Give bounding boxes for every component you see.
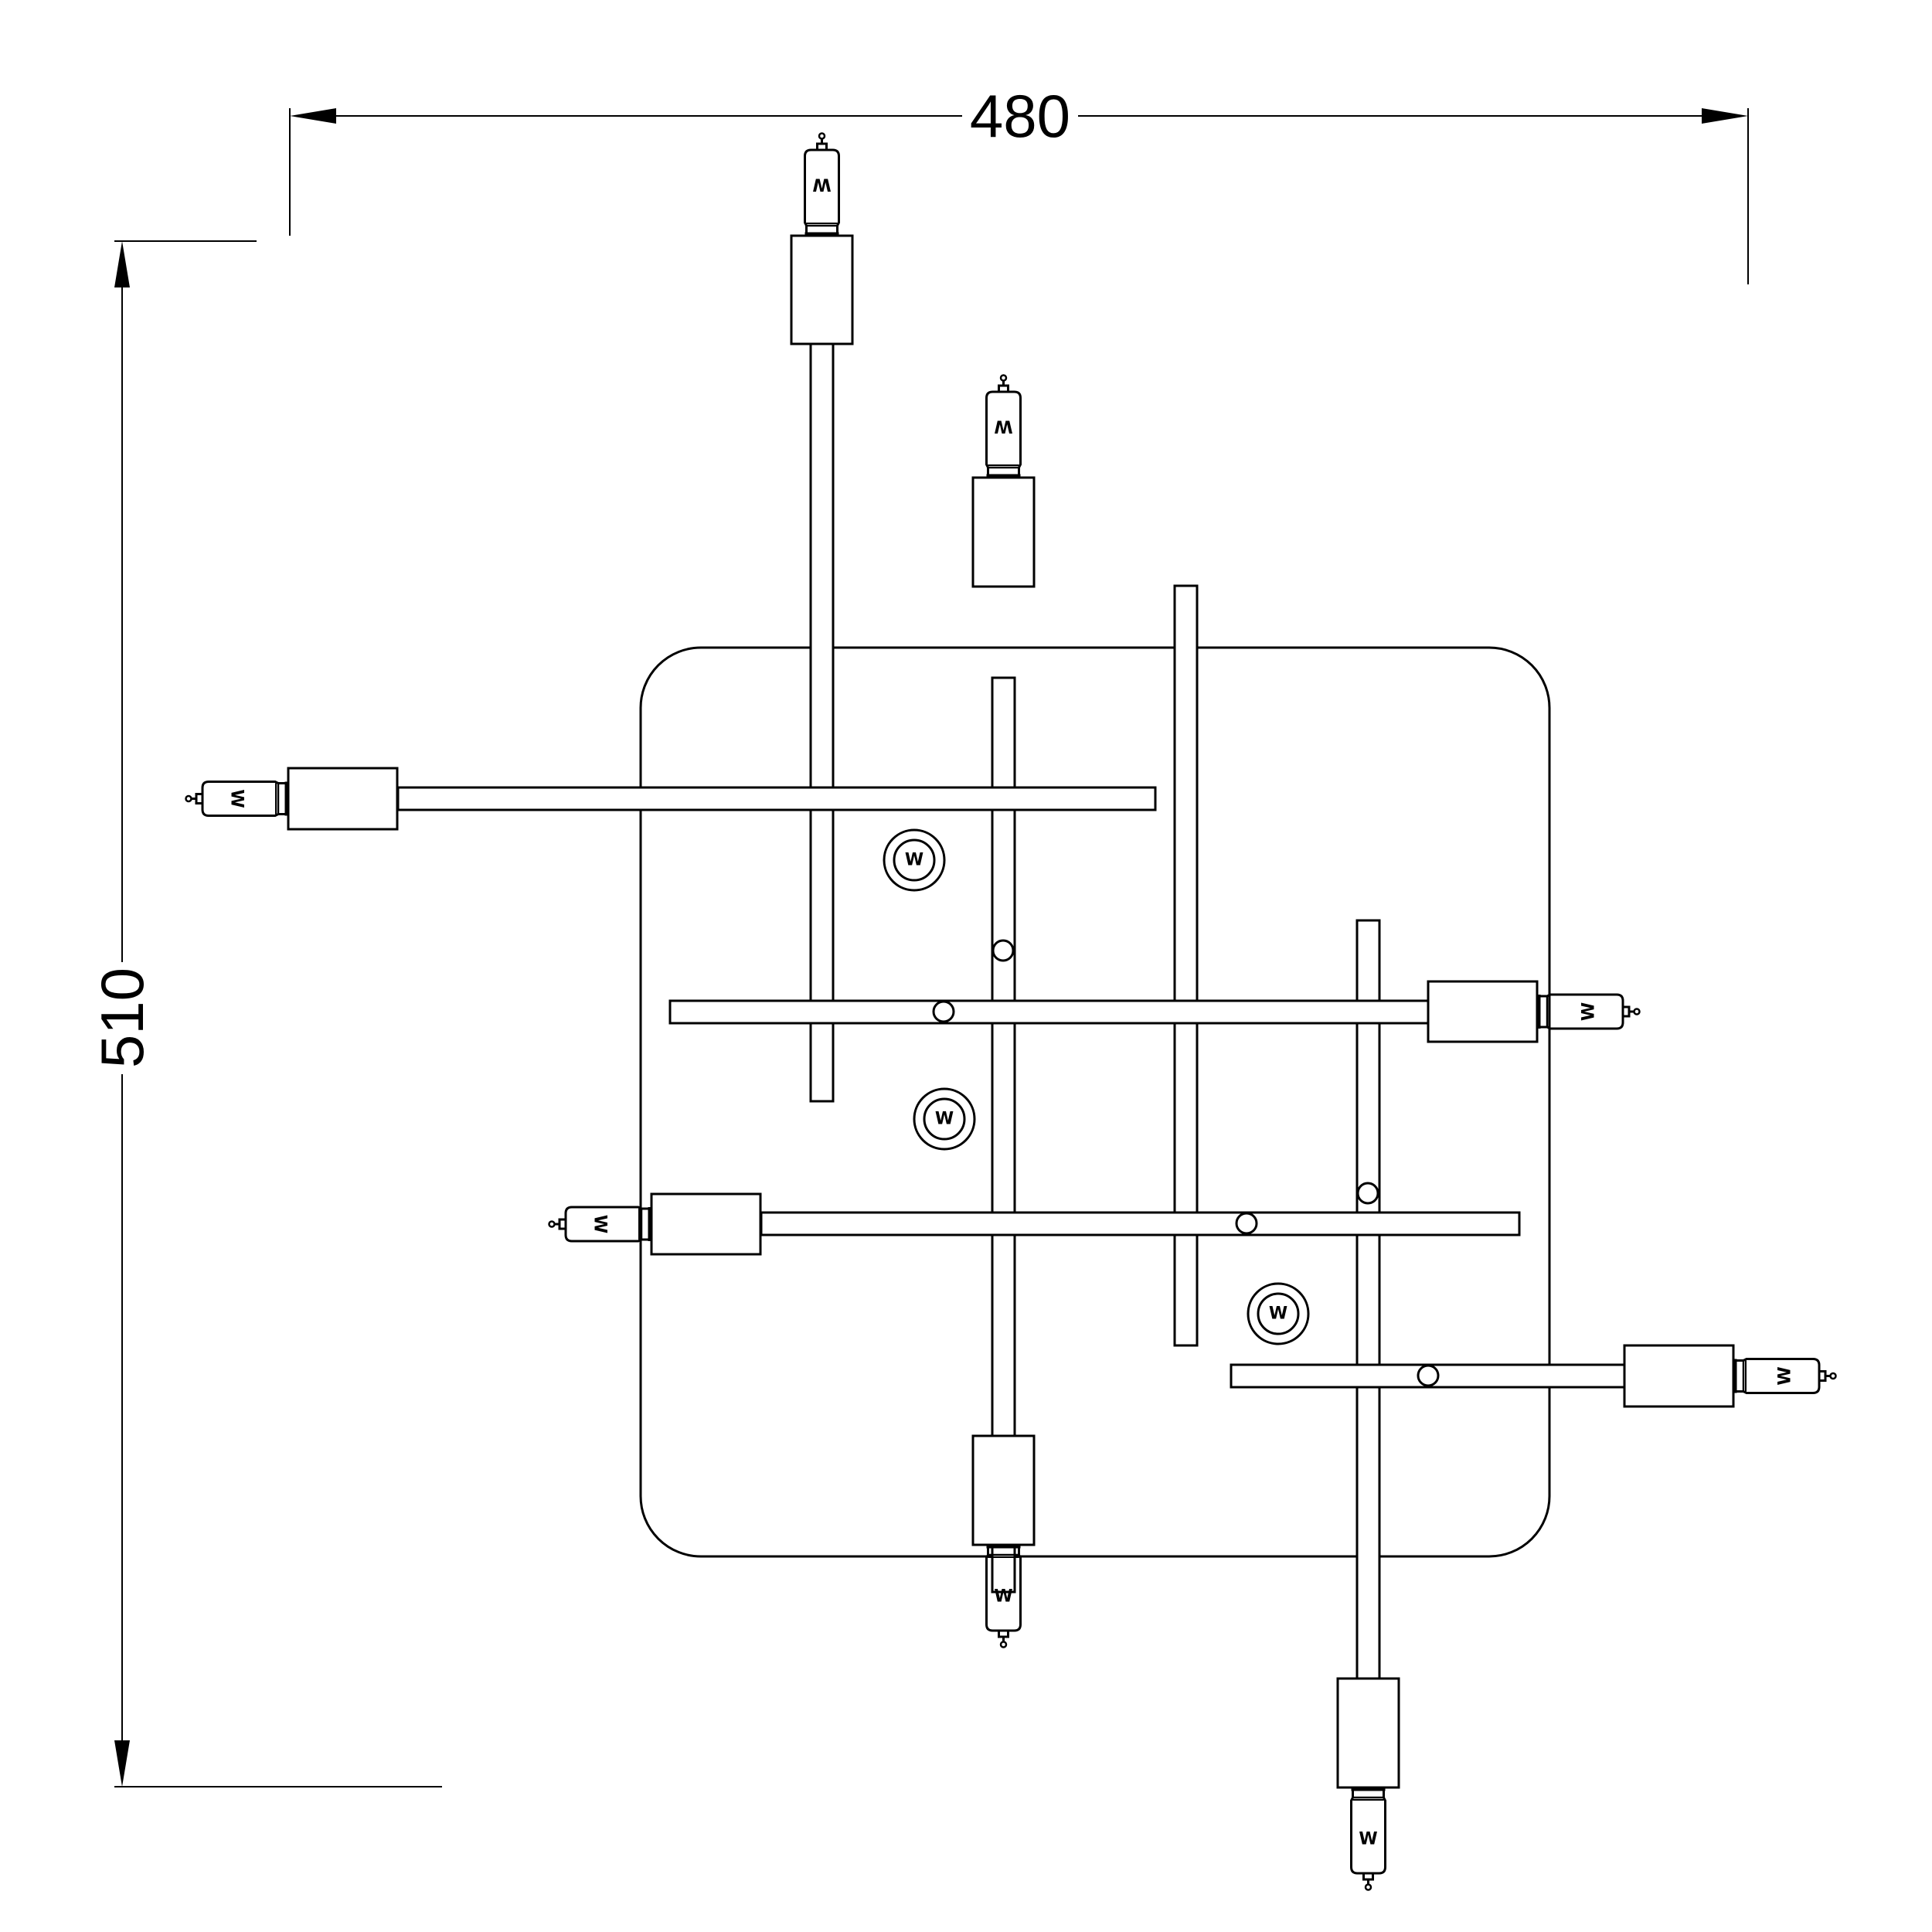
mount-screw: W bbox=[913, 1087, 976, 1151]
arm-vertical-4 bbox=[1355, 919, 1381, 1680]
bulb-mark: W bbox=[1359, 1830, 1377, 1849]
bulb: W bbox=[985, 1546, 1022, 1648]
bulb-mark: W bbox=[590, 1215, 610, 1233]
bulb: W bbox=[1734, 1358, 1837, 1394]
lamp-holder bbox=[1623, 1344, 1735, 1408]
height-dimension: 510 bbox=[88, 240, 442, 1787]
lamp-holder bbox=[971, 1434, 1036, 1546]
screw-mark: W bbox=[905, 851, 923, 870]
bulb: W bbox=[804, 132, 840, 235]
mount-screw: W bbox=[1247, 1282, 1310, 1345]
width-dimension: 480 bbox=[289, 82, 1749, 284]
arm-vertical-1 bbox=[809, 342, 835, 1103]
lamp-2: W bbox=[971, 374, 1036, 588]
bulb-mark: W bbox=[227, 789, 247, 808]
lamp-holder bbox=[287, 767, 399, 831]
lamp-1: W bbox=[790, 132, 854, 345]
lamp-holder bbox=[1336, 1677, 1400, 1789]
lamp-holder bbox=[1427, 980, 1539, 1043]
arm-horizontal-1 bbox=[396, 786, 1157, 811]
mount-screws: W W W bbox=[883, 828, 1310, 1345]
bulb: W bbox=[1350, 1788, 1386, 1891]
bulb: W bbox=[185, 781, 287, 817]
bulb: W bbox=[985, 374, 1022, 477]
joint bbox=[992, 939, 1015, 962]
bulb-mark: W bbox=[1776, 1366, 1795, 1385]
mount-screw: W bbox=[883, 828, 946, 892]
bulb-mark: W bbox=[1580, 1002, 1599, 1021]
lamp-6: W bbox=[1623, 1344, 1837, 1408]
arm-horizontal-3 bbox=[760, 1211, 1521, 1236]
lamp-holder bbox=[650, 1192, 762, 1256]
screw-mark: W bbox=[935, 1110, 954, 1129]
width-label: 480 bbox=[970, 82, 1070, 150]
bulb: W bbox=[1538, 993, 1641, 1030]
lamp-3: W bbox=[185, 767, 399, 831]
joints bbox=[932, 939, 1440, 1387]
arm-horizontal-2 bbox=[668, 999, 1431, 1025]
lamp-8: W bbox=[1336, 1677, 1400, 1891]
joint bbox=[1417, 1364, 1440, 1387]
lamp-5: W bbox=[548, 1192, 762, 1256]
joint bbox=[1356, 1182, 1379, 1205]
lamp-7: W bbox=[971, 1434, 1036, 1648]
lamp-holder bbox=[971, 476, 1036, 588]
ceiling-plate bbox=[639, 646, 1551, 1558]
bulb-mark: W bbox=[994, 1587, 1012, 1607]
joint bbox=[932, 1000, 955, 1023]
arms bbox=[396, 342, 1626, 1680]
lamp-4: W bbox=[1427, 980, 1641, 1043]
lamps: W W W W bbox=[185, 132, 1837, 1891]
screw-mark: W bbox=[1269, 1304, 1287, 1324]
bulb-mark: W bbox=[994, 417, 1012, 436]
lamp-holder bbox=[790, 234, 854, 345]
bulb: W bbox=[548, 1206, 651, 1243]
bulb-mark: W bbox=[812, 175, 831, 194]
height-label: 510 bbox=[88, 968, 156, 1068]
joint bbox=[1235, 1212, 1258, 1235]
